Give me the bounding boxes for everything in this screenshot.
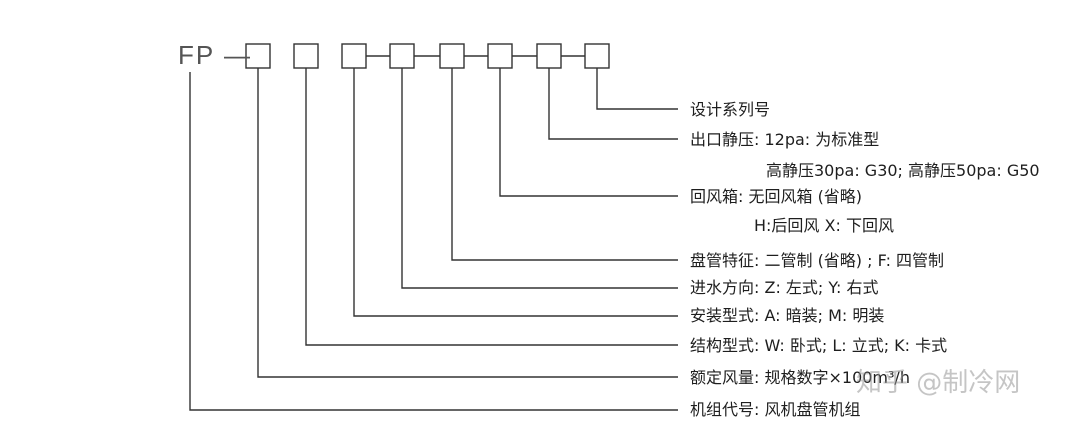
label-static-pressure-high: 高静压30pa: G30; 高静压50pa: G50 (766, 161, 1040, 180)
label-return-box-options: H:后回风 X: 下回风 (754, 216, 894, 235)
leader-rated-airflow (257, 68, 678, 378)
label-static-pressure: 出口静压: 12pa: 为标准型 (690, 130, 880, 149)
code-box-7 (536, 43, 562, 69)
leader-structure-type (305, 68, 678, 346)
label-structure-type: 结构型式: W: 卧式; L: 立式; K: 卡式 (690, 336, 948, 355)
code-box-6 (487, 43, 513, 69)
label-design-series: 设计系列号 (690, 100, 771, 119)
leader-coil-feature (451, 68, 678, 261)
code-box-4 (389, 43, 415, 69)
label-water-inlet: 进水方向: Z: 左式; Y: 右式 (690, 278, 879, 297)
leader-unit-code (189, 72, 678, 411)
code-box-3 (341, 43, 367, 69)
watermark: 知乎 @制冷网 (856, 368, 1021, 398)
label-coil-feature: 盘管特征: 二管制 (省略) ; F: 四管制 (690, 251, 945, 270)
label-install-type: 安装型式: A: 暗装; M: 明装 (690, 306, 885, 325)
leader-return-box (499, 68, 678, 197)
label-rated-airflow: 额定风量: 规格数字×100m³/h (690, 368, 910, 387)
label-return-box: 回风箱: 无回风箱 (省略) (690, 187, 863, 206)
model-prefix: FP — (178, 40, 252, 70)
label-unit-code: 机组代号: 风机盘管机组 (690, 400, 861, 419)
leader-design-series (596, 68, 678, 110)
code-box-5 (439, 43, 465, 69)
leader-install-type (353, 68, 678, 317)
code-box-8 (584, 43, 610, 69)
leader-water-inlet (401, 68, 678, 289)
code-box-2 (293, 43, 319, 69)
leader-static-pressure (548, 68, 678, 140)
